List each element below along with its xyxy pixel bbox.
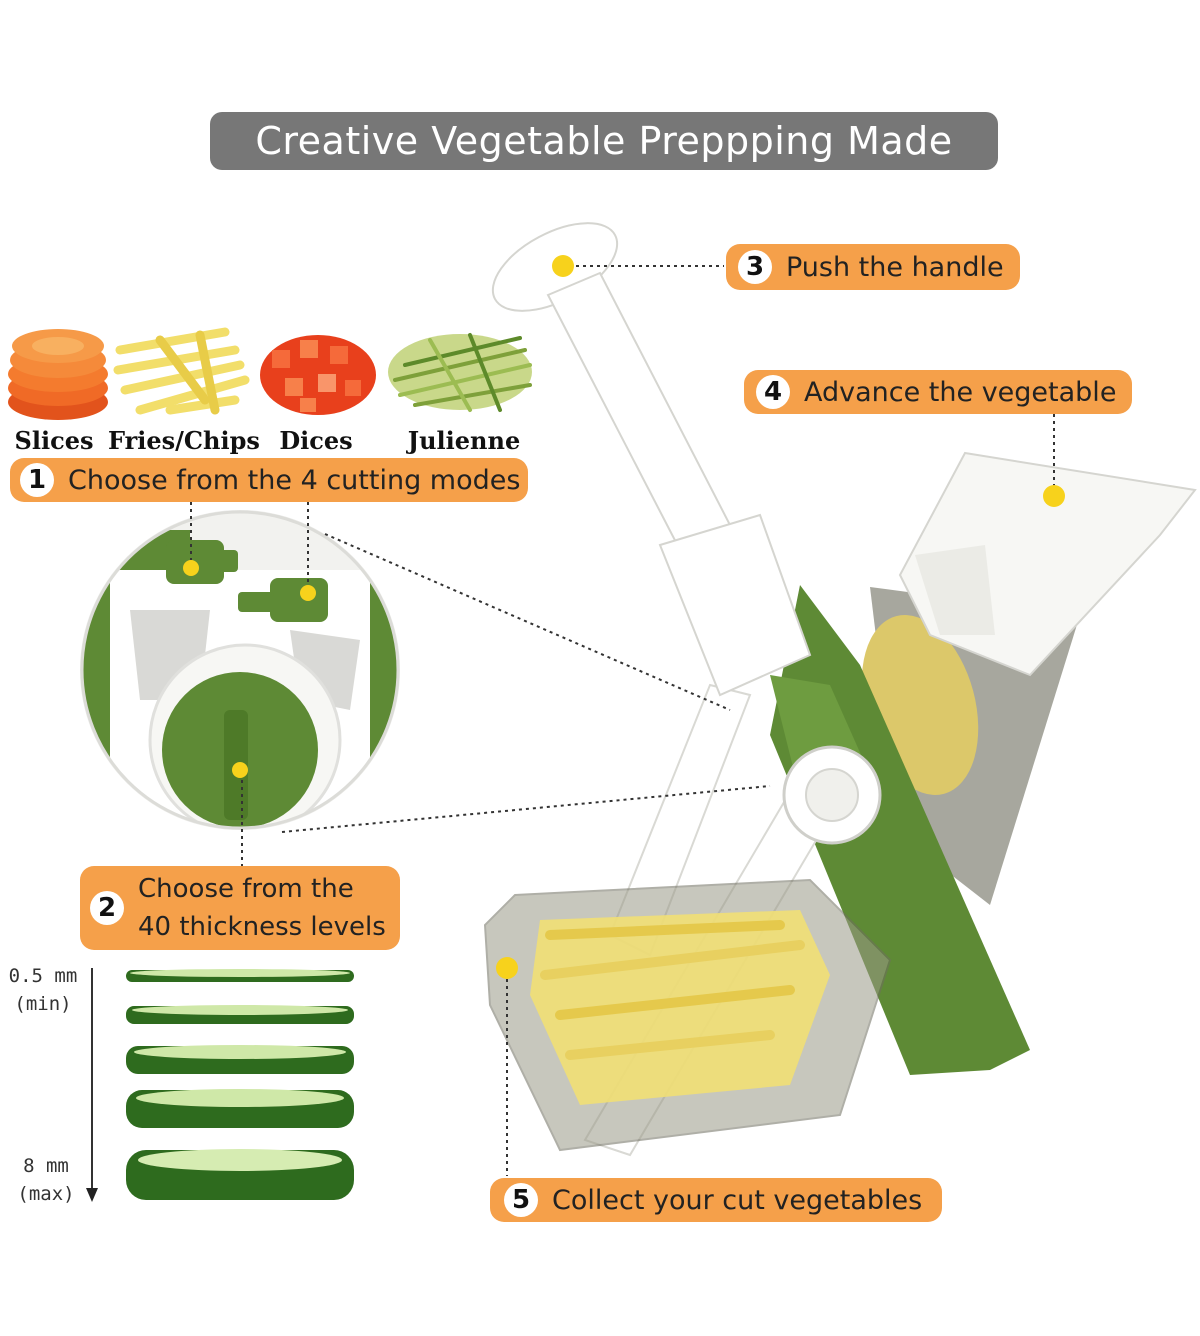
step-number-4: 4	[756, 375, 790, 409]
callout-step-4: 4 Advance the vegetable	[744, 370, 1132, 414]
callout-step-5: 5 Collect your cut vegetables	[490, 1178, 942, 1222]
marker-dot	[1043, 485, 1065, 507]
thickness-slices-image	[86, 968, 354, 1202]
fries-image	[113, 327, 250, 415]
mode-label-slices: Slices	[14, 426, 94, 455]
thickness-max-value: 8 mm	[23, 1155, 69, 1177]
mode-selector-zoom	[80, 510, 400, 830]
step-number-3: 3	[738, 250, 772, 284]
page-title: Creative Vegetable Preppping Made Easy	[210, 112, 998, 221]
step-2-text-line2: 40 thickness levels	[138, 912, 386, 942]
pivot-knob	[782, 745, 882, 845]
food-hopper	[898, 451, 1197, 677]
callout-step-1: 1 Choose from the 4 cutting modes	[10, 458, 528, 502]
callout-step-2: 2 Choose from the 40 thickness levels	[80, 866, 400, 950]
dices-image	[260, 335, 376, 415]
step-2-text-line1: Choose from the	[138, 874, 354, 904]
mode-label-dices: Dices	[279, 426, 353, 455]
marker-dot	[300, 585, 316, 601]
collection-container	[483, 878, 892, 1152]
step-number-2: 2	[90, 891, 124, 925]
cucumber-slice-3	[126, 1045, 354, 1074]
julienne-image	[388, 333, 532, 412]
marker-dot	[232, 762, 248, 778]
step-1-text: Choose from the 4 cutting modes	[68, 464, 521, 496]
cutting-modes-images	[8, 327, 532, 420]
pusher-handle	[491, 222, 812, 697]
thickness-min-label: (min)	[14, 993, 72, 1015]
mode-label-fries: Fries/Chips	[108, 426, 260, 455]
step-number-5: 5	[504, 1183, 538, 1217]
step-4-text: Advance the vegetable	[804, 376, 1117, 408]
marker-dot	[496, 957, 518, 979]
cucumber-slice-2	[126, 1005, 354, 1024]
carrot-slices-image	[8, 329, 108, 420]
step-number-1: 1	[20, 463, 54, 497]
cucumber-slice-5	[126, 1149, 354, 1200]
cucumber-slice-4	[126, 1089, 354, 1128]
cucumber-slice-1	[126, 969, 354, 982]
step-3-text: Push the handle	[786, 251, 1004, 283]
step-5-text: Collect your cut vegetables	[552, 1184, 923, 1216]
mode-label-julienne: Julienne	[407, 426, 521, 455]
callout-step-3: 3 Push the handle	[726, 244, 1020, 290]
mandoline-slicer-image	[483, 222, 1197, 1157]
thickness-min-value: 0.5 mm	[8, 965, 78, 987]
marker-dot	[183, 560, 199, 576]
marker-dot	[552, 255, 574, 277]
thickness-max-label: (max)	[17, 1183, 75, 1205]
